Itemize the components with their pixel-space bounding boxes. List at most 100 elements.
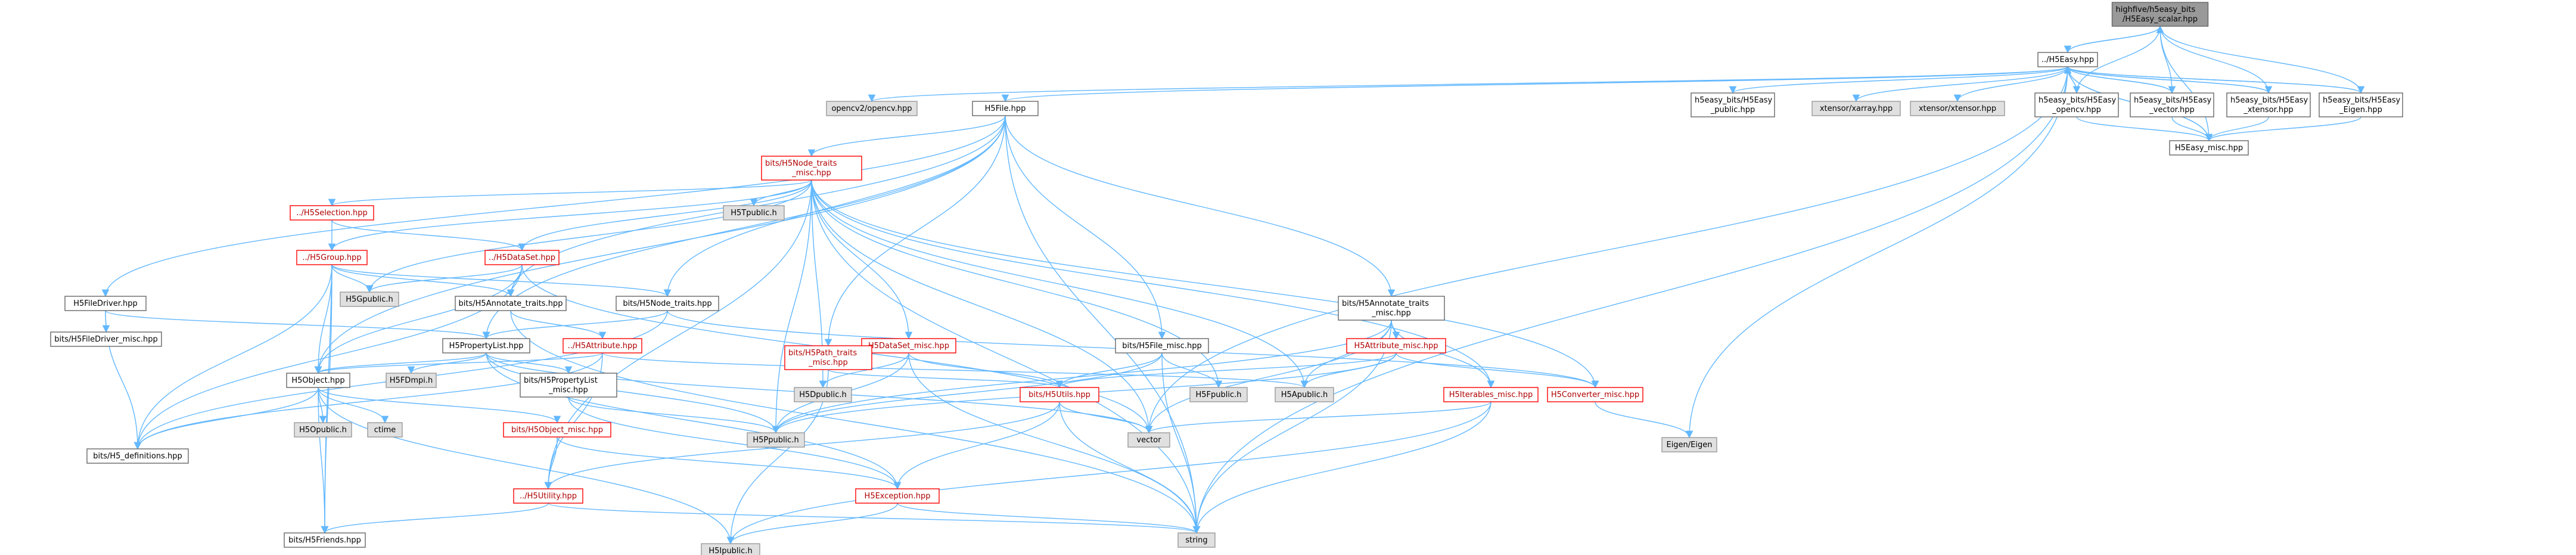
graph-node-dataset-misc[interactable]: H5DataSet_misc.hpp xyxy=(861,338,956,354)
graph-node-opencv2[interactable]: opencv2/opencv.hpp xyxy=(826,101,918,116)
graph-node-selection[interactable]: ../H5Selection.hpp xyxy=(290,205,374,221)
graph-node-h5fpublic[interactable]: H5Fpublic.h xyxy=(1189,387,1248,402)
graph-node-h5ipublic[interactable]: H5Ipublic.h xyxy=(701,543,760,555)
graph-node-e-opencv[interactable]: h5easy_bits/H5Easy_opencv.hpp xyxy=(2034,92,2119,117)
graph-node-h5utility[interactable]: ../H5Utility.hpp xyxy=(513,488,583,504)
node-label: bits/H5File_misc.hpp xyxy=(1122,342,1202,351)
graph-node-h5fdmpi[interactable]: H5FDmpi.h xyxy=(386,373,437,388)
edge-e_eigen-to-e_misc xyxy=(2205,116,2361,142)
graph-node-h5easy[interactable]: ../H5Easy.hpp xyxy=(2037,52,2098,67)
node-label: highfive/h5easy_bits xyxy=(2116,5,2196,14)
edge-node_traits-to-proplist xyxy=(482,310,668,340)
edge-group-to-h5object xyxy=(314,264,333,374)
graph-node-group[interactable]: ../H5Group.hpp xyxy=(296,250,368,265)
graph-node-path-traits[interactable]: bits/H5Path_traits_misc.hpp xyxy=(784,345,872,370)
edge-filedriver-to-proplist xyxy=(105,310,490,340)
graph-node-e-eigen[interactable]: h5easy_bits/H5Easy_Eigen.hpp xyxy=(2319,92,2403,117)
edge-iterables-to-string xyxy=(1192,401,1491,534)
node-label: H5Ppublic.h xyxy=(753,436,798,445)
node-label: H5Opublic.h xyxy=(299,426,347,435)
graph-node-dataset[interactable]: ../H5DataSet.hpp xyxy=(484,250,560,265)
graph-node-e-xtensor[interactable]: h5easy_bits/H5Easy_xtensor.hpp xyxy=(2226,92,2311,117)
edge-e_vector-to-h5easy xyxy=(2064,66,2173,94)
edge-file_misc-to-h5ppublic xyxy=(772,352,1163,434)
graph-node-annotate-traits[interactable]: bits/H5Annotate_traits.hpp xyxy=(455,296,567,311)
edge-node_traits_misc-to-h5fpublic xyxy=(811,179,1223,389)
graph-node-iterables[interactable]: H5Iterables_misc.hpp xyxy=(1443,387,1539,402)
node-label: H5Apublic.h xyxy=(1281,390,1328,399)
graph-node-h5file[interactable]: H5File.hpp xyxy=(972,101,1039,116)
edge-iterables-to-h5ipublic xyxy=(726,401,1491,545)
edge-node_traits_misc-to-h5ppublic xyxy=(772,179,812,434)
graph-node-object-misc[interactable]: bits/H5Object_misc.hpp xyxy=(503,422,611,438)
graph-node-node-traits[interactable]: bits/H5Node_traits.hpp xyxy=(616,296,719,311)
node-label: h5easy_bits/H5Easy xyxy=(2134,96,2212,105)
node-label: ../H5DataSet.hpp xyxy=(489,253,555,262)
edge-h5object-to-h5def xyxy=(133,387,319,450)
graph-node-proplist[interactable]: H5PropertyList.hpp xyxy=(442,338,530,354)
edge-dataset_misc-to-h5utils xyxy=(908,352,1064,389)
graph-node-attribute[interactable]: ../H5Attribute.hpp xyxy=(563,338,642,354)
node-box xyxy=(2226,92,2311,117)
graph-node-h5exception[interactable]: H5Exception.hpp xyxy=(855,488,940,504)
edge-e_eigen-to-scalar xyxy=(2156,25,2361,94)
edge-node_traits_misc-to-vector xyxy=(811,179,1153,434)
edge-h5easy-to-h5file xyxy=(1002,66,2068,103)
graph-node-h5tpublic[interactable]: H5Tpublic.h xyxy=(723,205,785,221)
graph-node-attribute-misc[interactable]: H5Attribute_misc.hpp xyxy=(1346,338,1446,354)
node-label: H5FileDriver.hpp xyxy=(73,299,138,308)
graph-node-h5utils[interactable]: bits/H5Utils.hpp xyxy=(1020,387,1099,402)
node-box xyxy=(484,250,560,265)
node-label: H5Gpublic.h xyxy=(346,295,393,304)
edge-attribute-to-h5object xyxy=(315,352,603,374)
node-box xyxy=(723,205,785,221)
graph-node-h5def[interactable]: bits/H5_definitions.hpp xyxy=(86,448,189,464)
graph-node-proplist-misc[interactable]: bits/H5PropertyList_misc.hpp xyxy=(520,373,617,398)
graph-node-h5gpublic[interactable]: H5Gpublic.h xyxy=(340,292,399,307)
edge-proplist-to-h5fdmpi xyxy=(407,352,487,374)
graph-node-h5object[interactable]: H5Object.hpp xyxy=(286,373,350,388)
graph-node-e-vector[interactable]: h5easy_bits/H5Easy_vector.hpp xyxy=(2130,92,2214,117)
graph-node-annotate-misc[interactable]: bits/H5Annotate_traits_misc.hpp xyxy=(1338,296,1445,321)
graph-node-xarray[interactable]: xtensor/xarray.hpp xyxy=(1811,101,1901,116)
graph-node-public[interactable]: h5easy_bits/H5Easy_public.hpp xyxy=(1691,92,1775,117)
node-box xyxy=(1338,296,1445,321)
graph-node-h5friends[interactable]: bits/H5Friends.hpp xyxy=(284,532,366,548)
graph-node-eigen[interactable]: Eigen/Eigen xyxy=(1661,437,1717,452)
node-label: bits/H5Object_misc.hpp xyxy=(511,426,603,435)
graph-node-h5ppublic[interactable]: H5Ppublic.h xyxy=(747,432,805,448)
graph-node-scalar[interactable]: highfive/h5easy_bits/H5Easy_scalar.hpp xyxy=(2111,2,2209,27)
node-label: Eigen/Eigen xyxy=(1666,441,1712,449)
node-box xyxy=(1346,338,1446,354)
edge-h5utils-to-vector xyxy=(1059,401,1153,434)
graph-node-file-misc[interactable]: bits/H5File_misc.hpp xyxy=(1115,338,1209,354)
graph-node-ctime[interactable]: ctime xyxy=(367,422,403,438)
edge-e_eigen-to-h5easy xyxy=(2064,66,2361,94)
node-layer: highfive/h5easy_bits/H5Easy_scalar.hpp..… xyxy=(50,2,2403,555)
edge-annotate_misc-to-string xyxy=(1192,320,1392,534)
node-box xyxy=(520,373,617,398)
graph-node-h5apublic[interactable]: H5Apublic.h xyxy=(1275,387,1334,402)
graph-node-converter[interactable]: H5Converter_misc.hpp xyxy=(1547,387,1643,402)
edge-dataset-to-annotate_traits xyxy=(507,264,523,297)
graph-node-h5opublic[interactable]: H5Opublic.h xyxy=(294,422,352,438)
node-box xyxy=(2111,2,2209,27)
graph-node-filedriver[interactable]: H5FileDriver.hpp xyxy=(64,296,147,311)
edge-scalar-to-e_misc xyxy=(2159,26,2213,142)
node-box xyxy=(747,432,805,448)
node-box xyxy=(1275,387,1334,402)
node-box xyxy=(784,345,872,370)
graph-node-node-traits-misc[interactable]: bits/H5Node_traits_misc.hpp xyxy=(761,156,862,181)
graph-node-string[interactable]: string xyxy=(1177,532,1216,548)
edge-dataset-to-h5def xyxy=(133,264,523,450)
edge-h5file-to-node_traits_misc xyxy=(807,115,1006,157)
graph-node-h5dpublic[interactable]: H5Dpublic.h xyxy=(794,387,852,402)
edge-dataset-to-h5object xyxy=(314,264,523,374)
graph-node-xtensor[interactable]: xtensor/xtensor.hpp xyxy=(1910,101,2005,116)
node-label: H5Converter_misc.hpp xyxy=(1551,390,1639,399)
edge-proplist-to-proplist_misc xyxy=(486,352,573,374)
graph-node-e-misc[interactable]: H5Easy_misc.hpp xyxy=(2169,140,2249,156)
graph-node-filedriver-misc[interactable]: bits/H5FileDriver_misc.hpp xyxy=(50,331,162,347)
graph-node-vector[interactable]: vector xyxy=(1127,432,1170,448)
